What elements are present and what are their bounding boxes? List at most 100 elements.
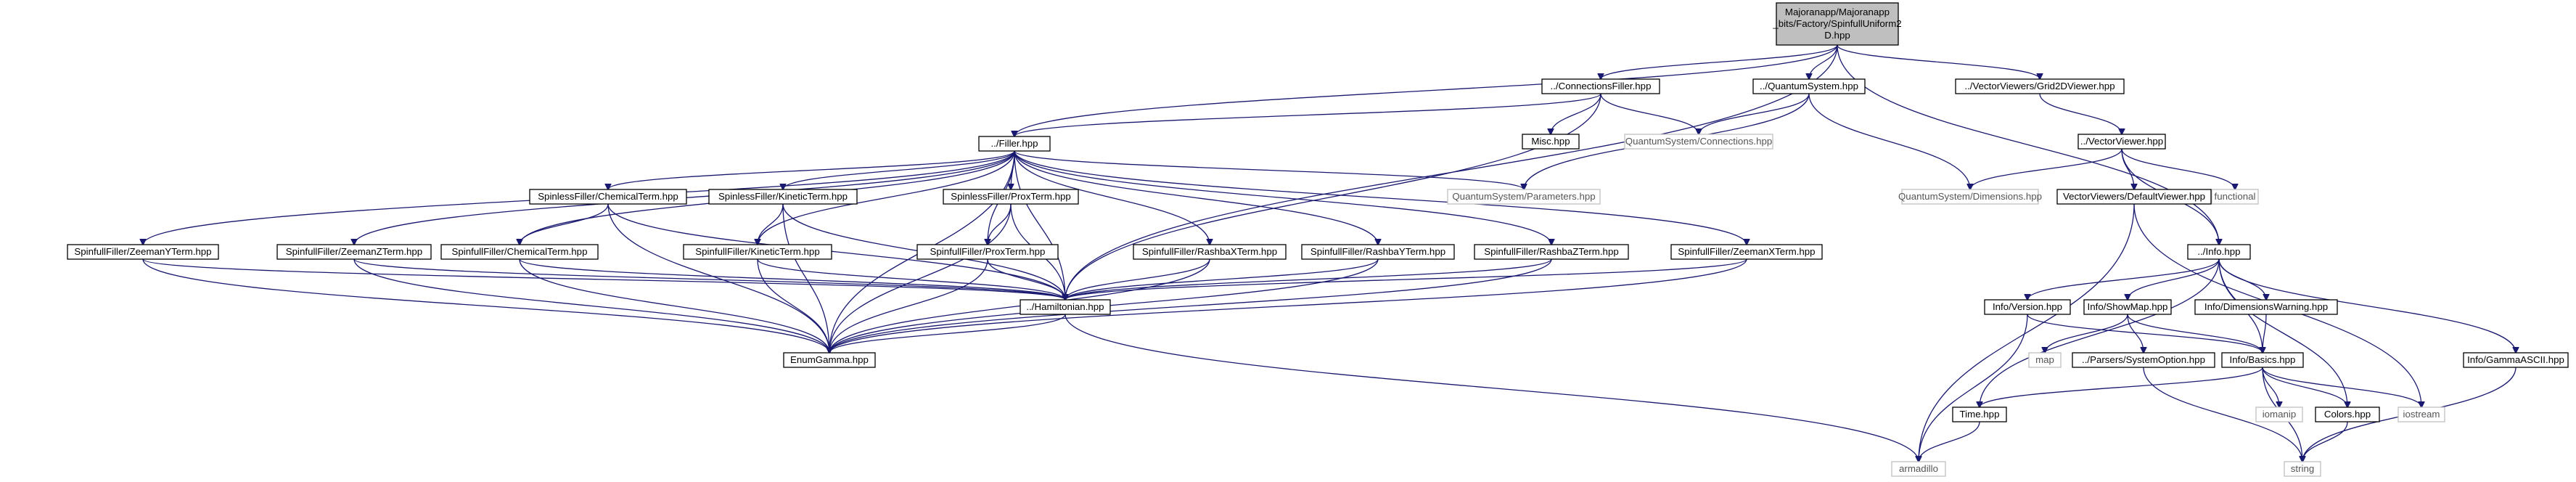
node-box-sf_ry xyxy=(1301,244,1455,260)
node-root[interactable]: Majoranapp/Majoranapp_bits/Factory/Spinf… xyxy=(1772,2,1902,46)
edge-sf_rz-to-hamiltonian xyxy=(1065,258,1552,300)
edge-info-to-infogamma xyxy=(2218,258,2516,353)
node-box-string xyxy=(2284,461,2321,477)
node-sl_prox[interactable]: SpinlessFiller/ProxTerm.hpp xyxy=(943,189,1079,205)
edge-sf_kin-to-hamiltonian xyxy=(757,258,1065,300)
node-timehpp[interactable]: Time.hpp xyxy=(1952,407,2007,422)
node-sf_ry[interactable]: SpinfullFiller/RashbaYTerm.hpp xyxy=(1301,244,1455,260)
edge-filler-to-sf_zx xyxy=(1014,150,1747,245)
edge-connfiller-to-hamiltonian xyxy=(1065,93,1601,300)
node-connfiller[interactable]: ../ConnectionsFiller.hpp xyxy=(1541,78,1660,94)
edge-infodimwarn-to-infobasics xyxy=(2263,314,2267,353)
edge-sf_zx-to-enumgamma xyxy=(829,258,1747,353)
node-label-sl_kin: SpinlessFiller/KineticTerm.hpp xyxy=(718,191,848,202)
node-label-sf_rz: SpinfullFiller/RashbaZTerm.hpp xyxy=(1484,246,1619,257)
node-hamiltonian[interactable]: ../Hamiltonian.hpp xyxy=(1020,299,1111,315)
edge-hamiltonian-to-enumgamma xyxy=(829,314,1066,353)
node-label-armadillo: armadillo xyxy=(1899,463,1938,474)
node-label-infodimwarn: Info/DimensionsWarning.hpp xyxy=(2204,301,2328,312)
node-infogamma[interactable]: Info/GammaASCII.hpp xyxy=(2463,352,2569,368)
node-box-qsconn xyxy=(1624,134,1773,150)
node-box-vectorviewer xyxy=(2077,134,2166,150)
node-label-sf_rx: SpinfullFiller/RashbaXTerm.hpp xyxy=(1142,246,1277,257)
edge-info-to-colors xyxy=(2218,258,2347,407)
node-box-vv_default xyxy=(2056,189,2212,205)
edge-filler-to-sf_rx xyxy=(1014,150,1210,245)
nodes-layer: Majoranapp/Majoranapp_bits/Factory/Spinf… xyxy=(67,2,2569,477)
node-sl_kin[interactable]: SpinlessFiller/KineticTerm.hpp xyxy=(708,189,858,205)
node-box-iostream xyxy=(2397,407,2445,422)
edge-sf_prox-to-enumgamma xyxy=(829,258,988,353)
node-box-sl_kin xyxy=(708,189,858,205)
node-sf_rz[interactable]: SpinfullFiller/RashbaZTerm.hpp xyxy=(1474,244,1629,260)
edge-sf_zy-to-hamiltonian xyxy=(142,258,1065,300)
edge-info-to-infoversion xyxy=(2027,258,2220,300)
node-label-root: D.hpp xyxy=(1824,30,1850,41)
node-vv_default[interactable]: VectorViewers/DefaultViewer.hpp xyxy=(2056,189,2212,205)
node-enumgamma[interactable]: EnumGamma.hpp xyxy=(783,352,876,368)
node-sf_zz[interactable]: SpinfullFiller/ZeemanZTerm.hpp xyxy=(276,244,432,260)
node-sf_prox[interactable]: SpinfullFiller/ProxTerm.hpp xyxy=(916,244,1059,260)
node-box-infoshowmap xyxy=(2083,299,2172,315)
edge-quantumsys-to-qsdim xyxy=(1808,93,1970,189)
node-qsconn: QuantumSystem/Connections.hpp xyxy=(1624,134,1773,150)
edge-filler-to-hamiltonian xyxy=(1014,150,1065,300)
node-box-timehpp xyxy=(1952,407,2007,422)
node-misc[interactable]: Misc.hpp xyxy=(1522,134,1580,150)
edge-root-to-grid2d xyxy=(1837,44,2040,79)
edge-quantumsys-to-qsconn xyxy=(1699,93,1810,134)
node-label-sf_ry: SpinfullFiller/RashbaYTerm.hpp xyxy=(1310,246,1445,257)
node-sf_kin[interactable]: SpinfullFiller/KineticTerm.hpp xyxy=(683,244,832,260)
node-iomanip: iomanip xyxy=(2255,407,2303,422)
edge-filler-to-sl_kin xyxy=(783,150,1015,189)
edge-filler-to-qsparams xyxy=(1014,150,1524,189)
edge-sl_kin-to-enumgamma xyxy=(782,203,829,353)
node-infoshowmap[interactable]: Info/ShowMap.hpp xyxy=(2083,299,2172,315)
node-grid2d[interactable]: ../VectorViewers/Grid2DViewer.hpp xyxy=(1955,78,2125,94)
node-sf_rx[interactable]: SpinfullFiller/RashbaXTerm.hpp xyxy=(1133,244,1287,260)
node-iostream: iostream xyxy=(2397,407,2445,422)
node-label-quantumsys: ../QuantumSystem.hpp xyxy=(1760,81,1858,91)
edge-sf_rx-to-enumgamma xyxy=(829,258,1210,353)
edge-filler-to-sf_kin xyxy=(758,150,1015,245)
node-label-iostream: iostream xyxy=(2403,409,2440,420)
node-sf_zx[interactable]: SpinfullFiller/ZeemanXTerm.hpp xyxy=(1670,244,1823,260)
node-info[interactable]: ../Info.hpp xyxy=(2187,244,2251,260)
node-infodimwarn[interactable]: Info/DimensionsWarning.hpp xyxy=(2194,299,2338,315)
edge-infoshowmap-to-map xyxy=(2045,314,2128,353)
node-label-root: _bits/Factory/SpinfullUniform2 xyxy=(1772,18,1901,29)
node-box-info xyxy=(2187,244,2251,260)
edge-hamiltonian-to-armadillo xyxy=(1065,314,1919,462)
edge-infoshowmap-to-sysopt xyxy=(2127,314,2144,353)
node-box-sl_chem xyxy=(529,189,687,205)
node-sl_chem[interactable]: SpinlessFiller/ChemicalTerm.hpp xyxy=(529,189,687,205)
node-functional: functional xyxy=(2211,189,2259,205)
node-label-connfiller: ../ConnectionsFiller.hpp xyxy=(1551,81,1652,91)
edge-connfiller-to-filler xyxy=(1014,93,1601,136)
node-sf_chem[interactable]: SpinfullFiller/ChemicalTerm.hpp xyxy=(440,244,599,260)
node-infoversion[interactable]: Info/Version.hpp xyxy=(1984,299,2071,315)
edge-sf_kin-to-enumgamma xyxy=(757,258,829,353)
edge-sf_zx-to-hamiltonian xyxy=(1065,258,1747,300)
edge-timehpp-to-armadillo xyxy=(1919,421,1980,462)
node-box-sf_chem xyxy=(440,244,599,260)
node-label-iomanip: iomanip xyxy=(2263,409,2297,420)
node-sysopt[interactable]: ../Parsers/SystemOption.hpp xyxy=(2072,352,2215,368)
node-filler[interactable]: ../Filler.hpp xyxy=(978,136,1051,152)
node-colors[interactable]: Colors.hpp xyxy=(2315,407,2380,422)
node-label-timehpp: Time.hpp xyxy=(1960,409,2000,420)
node-qsparams: QuantumSystem/Parameters.hpp xyxy=(1447,189,1601,205)
edge-colors-to-string xyxy=(2302,421,2348,462)
edge-root-to-filler xyxy=(1014,44,1838,136)
node-infobasics[interactable]: Info/Basics.hpp xyxy=(2221,352,2304,368)
node-label-sf_zx: SpinfullFiller/ZeemanXTerm.hpp xyxy=(1678,246,1815,257)
node-sf_zy[interactable]: SpinfullFiller/ZeemanYTerm.hpp xyxy=(67,244,219,260)
edge-sf_zz-to-hamiltonian xyxy=(353,258,1065,300)
node-quantumsys[interactable]: ../QuantumSystem.hpp xyxy=(1752,78,1866,94)
node-box-armadillo xyxy=(1891,461,1946,477)
edge-sf_rx-to-hamiltonian xyxy=(1065,258,1210,300)
node-vectorviewer[interactable]: ../VectorViewer.hpp xyxy=(2077,134,2166,150)
edge-vv_default-to-armadillo xyxy=(1919,203,2135,462)
edge-vectorviewer-to-functional xyxy=(2121,148,2235,189)
